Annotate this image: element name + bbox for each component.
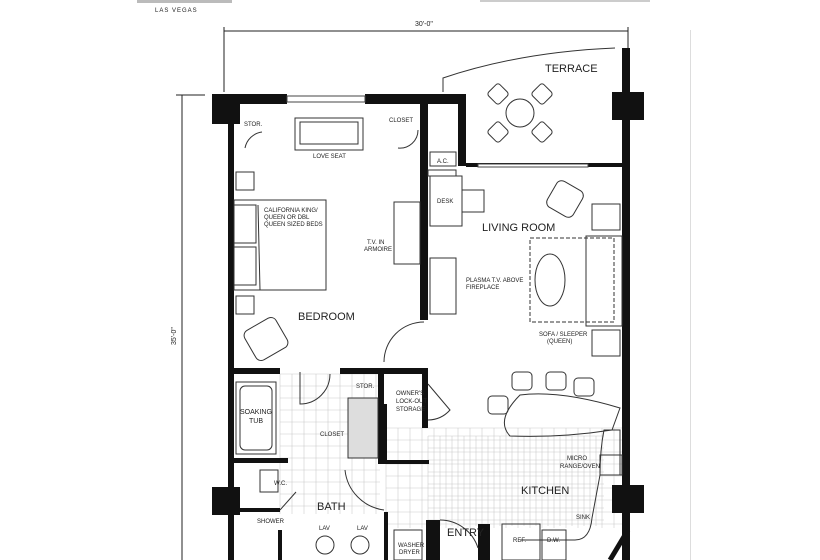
label-tub: TUB (249, 418, 263, 425)
label-tub: SOAKING (240, 409, 272, 416)
room-terrace: TERRACE (545, 63, 598, 75)
header-text-cut (480, 0, 650, 2)
label-plasma: FIREPLACE (466, 285, 499, 291)
room-entry: ENTRY (447, 527, 485, 539)
label-sofa: SOFA / SLEEPER (539, 332, 588, 338)
label-stor-bath: STOR. (356, 384, 375, 390)
brand-city: LAS VEGAS (155, 8, 198, 14)
label-desk: DESK (437, 199, 453, 205)
label-closet-bath: CLOSET (320, 432, 344, 438)
dimension-width: 30'-0" (223, 21, 629, 92)
kitchen-bath-fixtures (235, 372, 623, 560)
room-bath: BATH (317, 501, 346, 513)
depth-label: 35'-0" (171, 327, 178, 345)
label-tv: ARMOIRE (364, 247, 392, 253)
label-ref: REF. (513, 538, 526, 544)
width-label: 30'-0" (415, 21, 433, 28)
label-love-seat: LOVE SEAT (313, 154, 346, 160)
label-micro: RANGE/OVEN (560, 464, 600, 470)
label-sink: SINK (576, 515, 590, 521)
label-bed: CALIFORNIA KING/ (264, 208, 318, 214)
terrace-table (487, 83, 553, 143)
label-tv: T.V. IN (367, 240, 384, 246)
window (286, 95, 366, 103)
label-plasma: PLASMA T.V. ABOVE (466, 278, 523, 284)
room-living: LIVING ROOM (482, 222, 555, 234)
label-closet: CLOSET (389, 118, 413, 124)
label-washer: DRYER (399, 550, 421, 556)
room-labels: TERRACE LIVING ROOM BEDROOM KITCHEN BATH… (298, 63, 598, 539)
label-micro: MICRO (567, 456, 587, 462)
label-owners: OWNER'S (396, 391, 424, 397)
fixture-labels: STOR. CLOSET LOVE SEAT A.C. DESK CALIFOR… (240, 118, 600, 556)
label-wc: W.C. (274, 481, 287, 487)
label-washer: WASHER (398, 543, 425, 549)
dimension-depth: 35'-0" (171, 94, 205, 560)
label-sofa: (QUEEN) (547, 339, 572, 345)
label-stor: STOR. (244, 122, 263, 128)
label-ac: A.C. (437, 159, 449, 165)
label-owners: STORAGE (396, 407, 425, 413)
angled-wall (607, 528, 631, 560)
bedroom-furniture (233, 117, 425, 363)
label-dw: D.W. (547, 538, 560, 544)
label-lav: LAV (319, 526, 330, 532)
label-bed: QUEEN SIZED BEDS (264, 222, 323, 228)
label-lav: LAV (357, 526, 368, 532)
label-shower: SHOWER (257, 519, 285, 525)
logo (137, 0, 232, 3)
living-furniture (427, 151, 623, 437)
page-edge (690, 30, 691, 560)
room-kitchen: KITCHEN (521, 485, 569, 497)
label-owners: LOCK-OUT (396, 399, 427, 405)
slider-door (477, 163, 589, 168)
label-bed: QUEEN OR DBL (264, 215, 310, 221)
room-bedroom: BEDROOM (298, 311, 355, 323)
terrace-rail (442, 47, 616, 92)
